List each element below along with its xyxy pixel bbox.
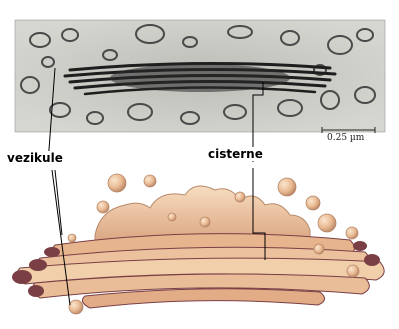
label-vesicles: vezikule [4, 151, 66, 165]
micrograph [15, 20, 385, 133]
label-cisternae: cisterne [205, 147, 266, 161]
scale-bar-label: 0.25 µm [327, 133, 364, 143]
